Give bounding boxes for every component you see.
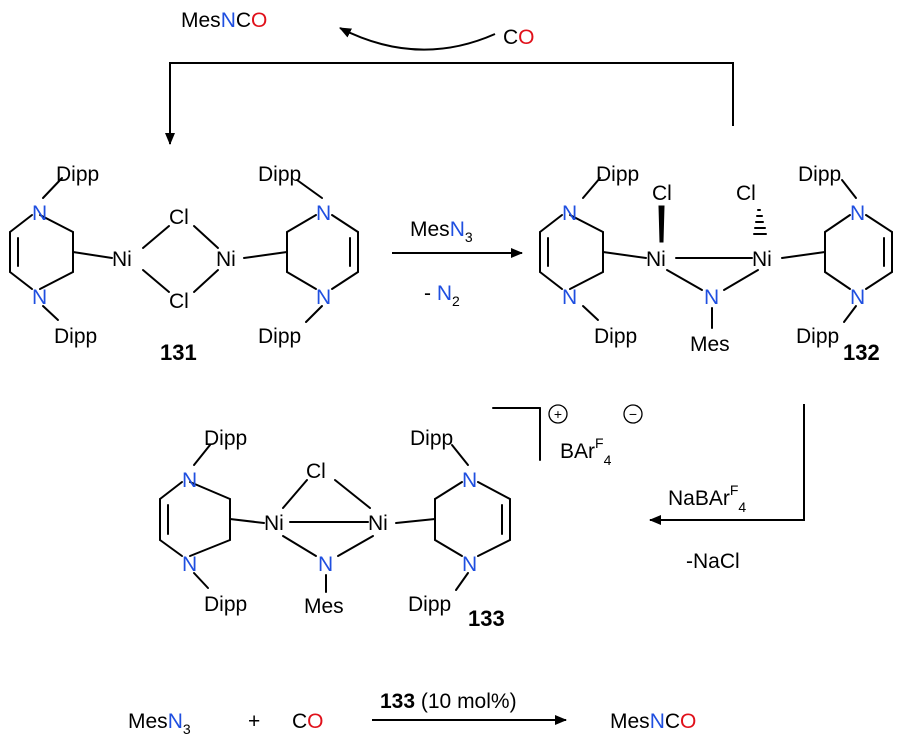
negative-charge <box>623 404 643 424</box>
atom-cl: Cl <box>736 182 756 205</box>
step-2-byproduct: -NaCl <box>686 550 740 573</box>
atom-n: N <box>32 286 47 309</box>
atom-ni: Ni <box>752 248 772 271</box>
atom-n: N <box>562 202 577 225</box>
atom-cl: Cl <box>169 206 189 229</box>
step-2-arrow <box>649 404 805 525</box>
svg-text:−: − <box>629 406 637 422</box>
dipp-label: Dipp <box>258 325 301 348</box>
catalytic-equation: MesN3 + CO 133 (10 mol%) MesNCO <box>128 690 696 737</box>
atom-cl: Cl <box>169 290 189 313</box>
dipp-label: Dipp <box>258 163 301 186</box>
counterion-label: BArF4 <box>560 435 612 468</box>
atom-n: N <box>316 202 331 225</box>
step-1-byproduct: - N2 <box>424 282 460 309</box>
atom-n: N <box>316 286 331 309</box>
atom-ni: Ni <box>216 248 236 271</box>
catalyst-label: 133 (10 mol%) <box>380 690 517 713</box>
cycle-product-isocyanate: MesNCO <box>181 9 267 32</box>
atom-n: N <box>850 286 865 309</box>
co-release-arrow <box>339 27 496 51</box>
step-2: NaBArF4 -NaCl <box>649 404 805 573</box>
svg-text:+: + <box>554 406 562 422</box>
isocyanate-product: MesNCO <box>610 710 696 733</box>
step-1: MesN3 - N2 <box>392 218 523 309</box>
atom-ni: Ni <box>368 512 388 535</box>
dipp-label: Dipp <box>408 593 451 616</box>
atom-cl: Cl <box>652 182 672 205</box>
atom-n: N <box>318 553 333 576</box>
dipp-label: Dipp <box>798 163 841 186</box>
dipp-label: Dipp <box>204 593 247 616</box>
dipp-label: Dipp <box>410 427 453 450</box>
cycle-return-arrow <box>165 62 734 145</box>
compound-number-133: 133 <box>468 606 505 631</box>
mes-label: Mes <box>304 595 344 618</box>
compound-132: N N Dipp Dipp Ni Ni Cl Cl N Mes N <box>539 163 893 365</box>
compound-number-131: 131 <box>160 340 197 365</box>
atom-ni: Ni <box>264 512 284 535</box>
dipp-label: Dipp <box>796 325 839 348</box>
atom-n: N <box>182 553 197 576</box>
dipp-label: Dipp <box>596 163 639 186</box>
atom-n: N <box>704 286 719 309</box>
co-reagent: CO <box>292 710 324 733</box>
dipp-label: Dipp <box>54 325 97 348</box>
dipp-label: Dipp <box>594 325 637 348</box>
atom-n: N <box>562 286 577 309</box>
compound-131: N N Dipp Dipp Ni Ni Cl Cl N N Dipp Dipp … <box>9 163 359 365</box>
atom-n: N <box>32 202 47 225</box>
mes-label: Mes <box>690 333 730 356</box>
atom-n: N <box>850 202 865 225</box>
cycle-reagent-co: CO <box>503 26 535 49</box>
azide-reagent: MesN3 <box>128 710 191 737</box>
atom-cl: Cl <box>306 460 326 483</box>
plus-sign: + <box>248 710 260 733</box>
atom-ni: Ni <box>646 248 666 271</box>
atom-n: N <box>462 469 477 492</box>
catalytic-cycle: MesNCO CO <box>165 9 734 145</box>
step-2-reagent: NaBArF4 <box>668 482 746 515</box>
dipp-label: Dipp <box>204 427 247 450</box>
atom-ni: Ni <box>112 248 132 271</box>
compound-number-132: 132 <box>843 340 880 365</box>
compound-133: N N Dipp Dipp Ni Ni Cl N Mes N N Dipp Di… <box>159 404 643 631</box>
atom-n: N <box>462 553 477 576</box>
dipp-label: Dipp <box>56 163 99 186</box>
atom-n: N <box>182 469 197 492</box>
step-1-reagent: MesN3 <box>410 218 473 245</box>
positive-charge <box>548 404 568 424</box>
